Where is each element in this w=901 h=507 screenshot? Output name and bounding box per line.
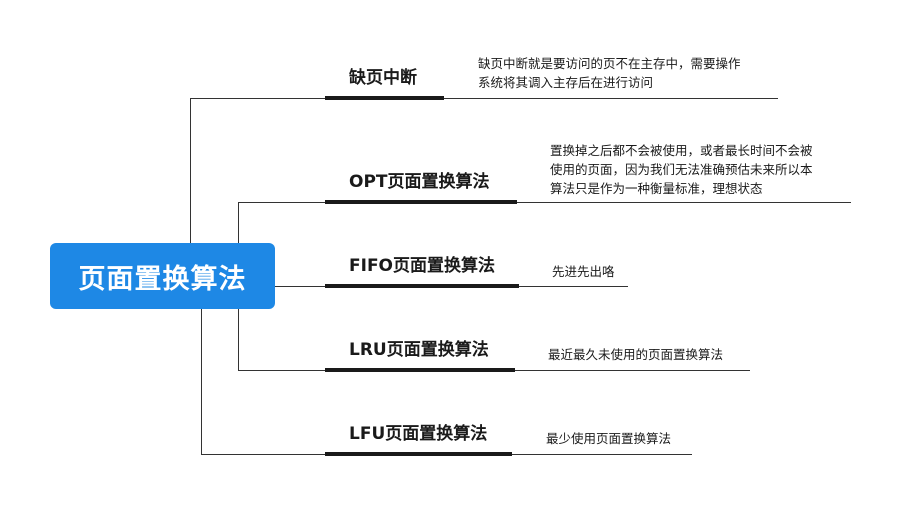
branch-title-page-fault: 缺页中断 <box>349 68 417 88</box>
branch-title-opt: OPT页面置换算法 <box>349 172 490 192</box>
connector-branch-1 <box>190 98 778 243</box>
note-line: 算法只是作为一种衡量标准，理想状态 <box>550 181 763 196</box>
root-node: 页面置换算法 <box>50 243 275 309</box>
connector-branch-2 <box>238 202 851 243</box>
branch-note-page-fault: 缺页中断就是要访问的页不在主存中，需要操作 系统将其调入主存后在进行访问 <box>478 54 741 92</box>
note-line: 置换掉之后都不会被使用，或者最长时间不会被 <box>550 143 813 158</box>
branch-note-lru: 最近最久未使用的页面置换算法 <box>548 345 723 364</box>
branch-note-fifo: 先进先出咯 <box>552 262 615 281</box>
branch-title-lru: LRU页面置换算法 <box>349 340 489 360</box>
note-line: 缺页中断就是要访问的页不在主存中，需要操作 <box>478 56 741 71</box>
connector-branch-5 <box>201 309 692 455</box>
note-line: 使用的页面，因为我们无法准确预估未来所以本 <box>550 162 813 177</box>
branch-title-lfu: LFU页面置换算法 <box>349 424 488 444</box>
branch-note-opt: 置换掉之后都不会被使用，或者最长时间不会被 使用的页面，因为我们无法准确预估未来… <box>550 141 813 198</box>
connector-branch-4 <box>238 309 750 371</box>
note-line: 最少使用页面置换算法 <box>546 431 672 446</box>
branch-note-lfu: 最少使用页面置换算法 <box>546 429 671 448</box>
note-line: 系统将其调入主存后在进行访问 <box>478 75 654 90</box>
note-line: 最近最久未使用的页面置换算法 <box>548 347 724 362</box>
note-line: 先进先出咯 <box>552 264 615 279</box>
branch-title-fifo: FIFO页面置换算法 <box>349 256 496 276</box>
